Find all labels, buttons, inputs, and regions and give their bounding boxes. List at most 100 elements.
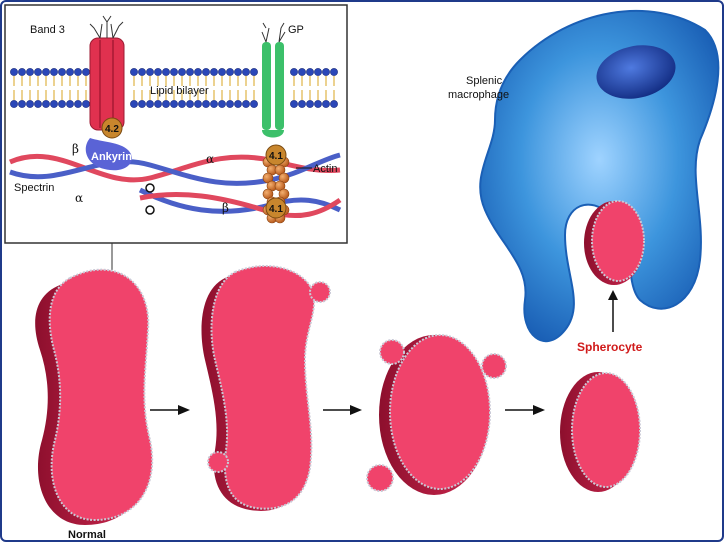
spectrin-label: Spectrin [14,182,54,194]
lipid-head [242,68,250,76]
budding-vesicle [309,281,331,303]
lipid-head [34,68,42,76]
ankyrin-protein [85,138,132,171]
lipid-head [130,100,138,108]
lipid-head [66,100,74,108]
ankyrin-label: Ankyrin [91,151,132,163]
lipid-head [58,68,66,76]
released-vesicle [481,353,507,379]
lipid-head [18,68,26,76]
lipid-head [130,68,138,76]
protein-4-1-bottom [265,197,287,219]
engulfed-spherocyte [584,200,645,285]
lipid-head [50,68,58,76]
lipid-head [178,68,186,76]
lipid-head [210,68,218,76]
lipid-head [154,68,162,76]
lipid-head [210,100,218,108]
arrow-3-head [533,405,545,415]
alpha-label-1: α [75,191,83,205]
gp-label: GP [288,24,304,36]
budding-vesicle [207,451,229,473]
lipid-head [10,68,18,76]
lipid-head [42,68,50,76]
lipid-head [26,68,34,76]
lipid-head [298,68,306,76]
protein-4-1-bottom-label: 4.1 [269,204,283,215]
lipid-head [194,68,202,76]
macrophage-nucleus [596,45,676,99]
lipid-head [202,100,210,108]
lipid-head [154,100,162,108]
released-vesicle [379,339,405,365]
lipid-head [314,100,322,108]
lipid-head [194,100,202,108]
spectrin-alpha-strand [8,153,341,183]
lipid-head [170,100,178,108]
protein-4-2-label: 4.2 [105,124,119,135]
lipid-head [74,100,82,108]
lipid-head [162,68,170,76]
lipid-head [82,100,90,108]
lipid-head [42,100,50,108]
spectrin-junction [145,183,155,193]
lipid-head [18,100,26,108]
lipid-head [290,68,298,76]
protein-4-1-top [265,144,287,166]
alpha-label-2: α [206,152,214,166]
lipid-head [186,100,194,108]
lipid-head [162,100,170,108]
lipid-head [146,100,154,108]
lipid-head [138,68,146,76]
lipid-head [226,100,234,108]
lipid-head [234,68,242,76]
lipid-head [218,100,226,108]
arrow-head-up [608,290,618,300]
lipid-head [330,68,338,76]
protein-4-1-top-label: 4.1 [269,151,283,162]
spherocyte-label: Spherocyte [577,340,643,354]
arrow-1-head [178,405,190,415]
band3-protein [89,15,125,131]
lipid-head [314,68,322,76]
lipid-head [138,100,146,108]
lipid-head [74,68,82,76]
lipid-head [218,68,226,76]
lipid-head [322,100,330,108]
lipid-head [82,68,90,76]
lipid-head [226,68,234,76]
lipid-head [290,100,298,108]
beta-label-2: β [222,201,229,215]
normal-red-cell [35,268,154,525]
band3-glycan [89,15,124,39]
lipid-head [34,100,42,108]
spectrin-junction [145,205,155,215]
lipid-head [202,68,210,76]
spectrin-beta-strand-lower [138,187,342,214]
beta-label-1: β [72,142,79,156]
lipid-head [298,100,306,108]
glycophorin-protein [261,22,286,138]
vesiculating-red-cell [201,264,331,511]
lipid-head [66,68,74,76]
protein-4-2 [101,117,123,139]
lipid-head [330,100,338,108]
lipid-head [186,68,194,76]
lipid-head [306,100,314,108]
lipid-head [234,100,242,108]
lipid-head [322,68,330,76]
released-vesicle [366,464,394,492]
lipid-head [250,68,258,76]
gp-glycan [261,22,286,43]
lipid-bilayer-label: Lipid bilayer [150,85,209,97]
membrane-inset: Band 3 GP Lipid bilayer Ankyrin 4.2 4.1 … [4,4,348,244]
lipid-head [178,100,186,108]
lipid-head [10,100,18,108]
arrow-2-head [350,405,362,415]
lipid-bilayer [10,68,338,108]
spherocyte-cell [560,372,641,492]
splenic-macrophage-label-line2: macrophage [448,89,509,101]
lipid-head [306,68,314,76]
